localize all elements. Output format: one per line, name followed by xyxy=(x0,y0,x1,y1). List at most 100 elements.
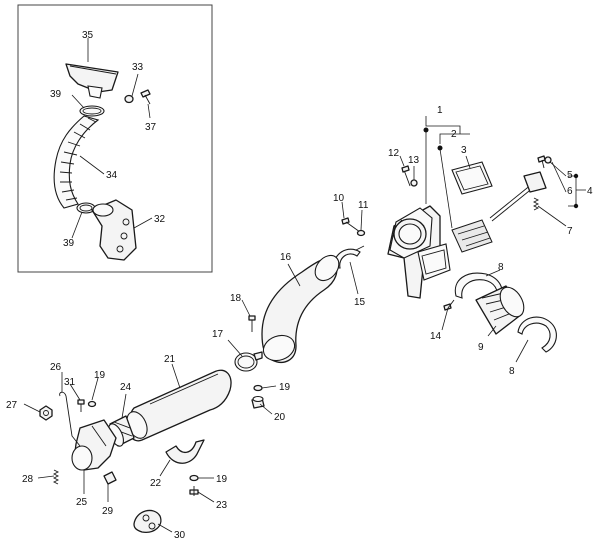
leader-16 xyxy=(287,263,301,287)
leader-6 xyxy=(551,161,567,193)
leader-28 xyxy=(37,475,55,479)
callout-2: 2 xyxy=(451,129,457,140)
callout-3: 3 xyxy=(461,145,467,156)
callout-12: 12 xyxy=(388,148,400,159)
leader-21 xyxy=(171,363,181,389)
callout-17: 17 xyxy=(212,329,224,340)
callout-10: 10 xyxy=(333,193,345,204)
part-35-intake-funnel xyxy=(65,63,119,99)
leader-19a xyxy=(91,377,99,401)
part-14-bolt xyxy=(443,299,455,311)
callout-23: 23 xyxy=(216,500,228,511)
callout-15: 15 xyxy=(354,297,366,308)
part-26-support-rod xyxy=(59,391,81,447)
part-12-screw xyxy=(401,165,411,187)
part-16-curved-hose xyxy=(261,254,340,363)
callout-7: 7 xyxy=(567,226,573,237)
part-13-nut xyxy=(410,179,418,187)
callout-34: 34 xyxy=(106,170,118,181)
marker-dot-4b xyxy=(573,203,579,209)
callout-21: 21 xyxy=(164,354,176,365)
callout-16: 16 xyxy=(280,252,292,263)
leader-9 xyxy=(487,325,497,337)
part-22-bracket xyxy=(165,439,205,464)
part-8-clamp-ring-lower xyxy=(517,316,557,353)
leader-37 xyxy=(147,103,151,119)
callout-37: 37 xyxy=(145,122,157,133)
part-15-hose-clamp xyxy=(333,245,365,269)
leader-10 xyxy=(341,201,345,219)
leader-39a xyxy=(71,94,85,109)
part-9-rubber-bellows xyxy=(475,285,525,335)
leader-12 xyxy=(399,155,405,167)
part-19-washer-left xyxy=(87,400,97,408)
callout-6: 6 xyxy=(567,186,573,197)
inset-frame xyxy=(17,4,213,273)
leader-14 xyxy=(441,307,449,331)
leader-7 xyxy=(537,205,567,227)
part-3-filter-element xyxy=(451,161,493,195)
callout-28: 28 xyxy=(22,474,34,485)
leader-27 xyxy=(23,403,41,413)
leader-20 xyxy=(259,403,273,415)
callout-14: 14 xyxy=(430,331,442,342)
leader-34 xyxy=(79,155,105,175)
leader-bracket-2 xyxy=(439,133,470,144)
callout-29: 29 xyxy=(102,506,114,517)
leader-bracket-1 xyxy=(425,116,461,134)
part-5-bolt xyxy=(537,155,546,169)
part-29-clip xyxy=(103,471,117,485)
leader-18 xyxy=(241,299,251,317)
part-18-screw xyxy=(248,315,256,332)
part-31-screw xyxy=(77,399,85,412)
callout-20: 20 xyxy=(274,412,286,423)
callout-19-mid: 19 xyxy=(279,382,291,393)
callout-27: 27 xyxy=(6,400,18,411)
callout-33: 33 xyxy=(132,62,144,73)
callout-30: 30 xyxy=(174,530,186,541)
callout-18: 18 xyxy=(230,293,242,304)
part-23-screw xyxy=(189,486,199,496)
callout-39-lower: 39 xyxy=(63,238,75,249)
part-6-washer xyxy=(544,156,552,164)
part-2-filter-panel xyxy=(451,219,493,253)
callout-1: 1 xyxy=(437,105,443,116)
part-21-straight-duct xyxy=(126,369,232,442)
marker-dot-1 xyxy=(423,127,429,133)
callout-32: 32 xyxy=(154,214,166,225)
leader-3 xyxy=(465,155,471,169)
part-19-washer-mid xyxy=(253,384,263,392)
callout-11: 11 xyxy=(358,200,369,211)
part-7-spring xyxy=(532,197,540,211)
leader-8b xyxy=(515,339,529,363)
leader-23 xyxy=(197,491,215,503)
callout-25: 25 xyxy=(76,497,88,508)
leader-39b xyxy=(71,211,83,239)
callout-13: 13 xyxy=(408,155,420,166)
marker-dot-4a xyxy=(573,173,579,179)
leader-24 xyxy=(121,393,127,419)
part-20-spacer xyxy=(251,395,265,409)
part-17-hose-clamp xyxy=(234,351,263,372)
leader-15 xyxy=(349,261,359,295)
callout-9: 9 xyxy=(478,342,484,353)
callout-22: 22 xyxy=(150,478,162,489)
part-19-washer-lower xyxy=(189,474,199,482)
leader-2-to-panel xyxy=(439,148,453,229)
leader-30 xyxy=(157,523,173,533)
leader-4-bracket xyxy=(568,175,586,207)
part-4-support-rod xyxy=(489,171,547,222)
part-30-rubber-mount xyxy=(133,509,162,533)
part-10-bolt xyxy=(341,217,361,233)
part-32-elbow-duct xyxy=(91,199,137,261)
part-28-spring xyxy=(52,469,60,485)
callout-4: 4 xyxy=(587,186,593,197)
part-33-washer xyxy=(124,94,134,104)
part-39-upper-clamp xyxy=(79,105,105,117)
leader-11 xyxy=(360,209,363,231)
leader-32 xyxy=(133,217,153,229)
part-25-lower-elbow xyxy=(71,419,117,471)
callout-8-upper: 8 xyxy=(498,262,504,273)
leader-22 xyxy=(159,459,171,477)
